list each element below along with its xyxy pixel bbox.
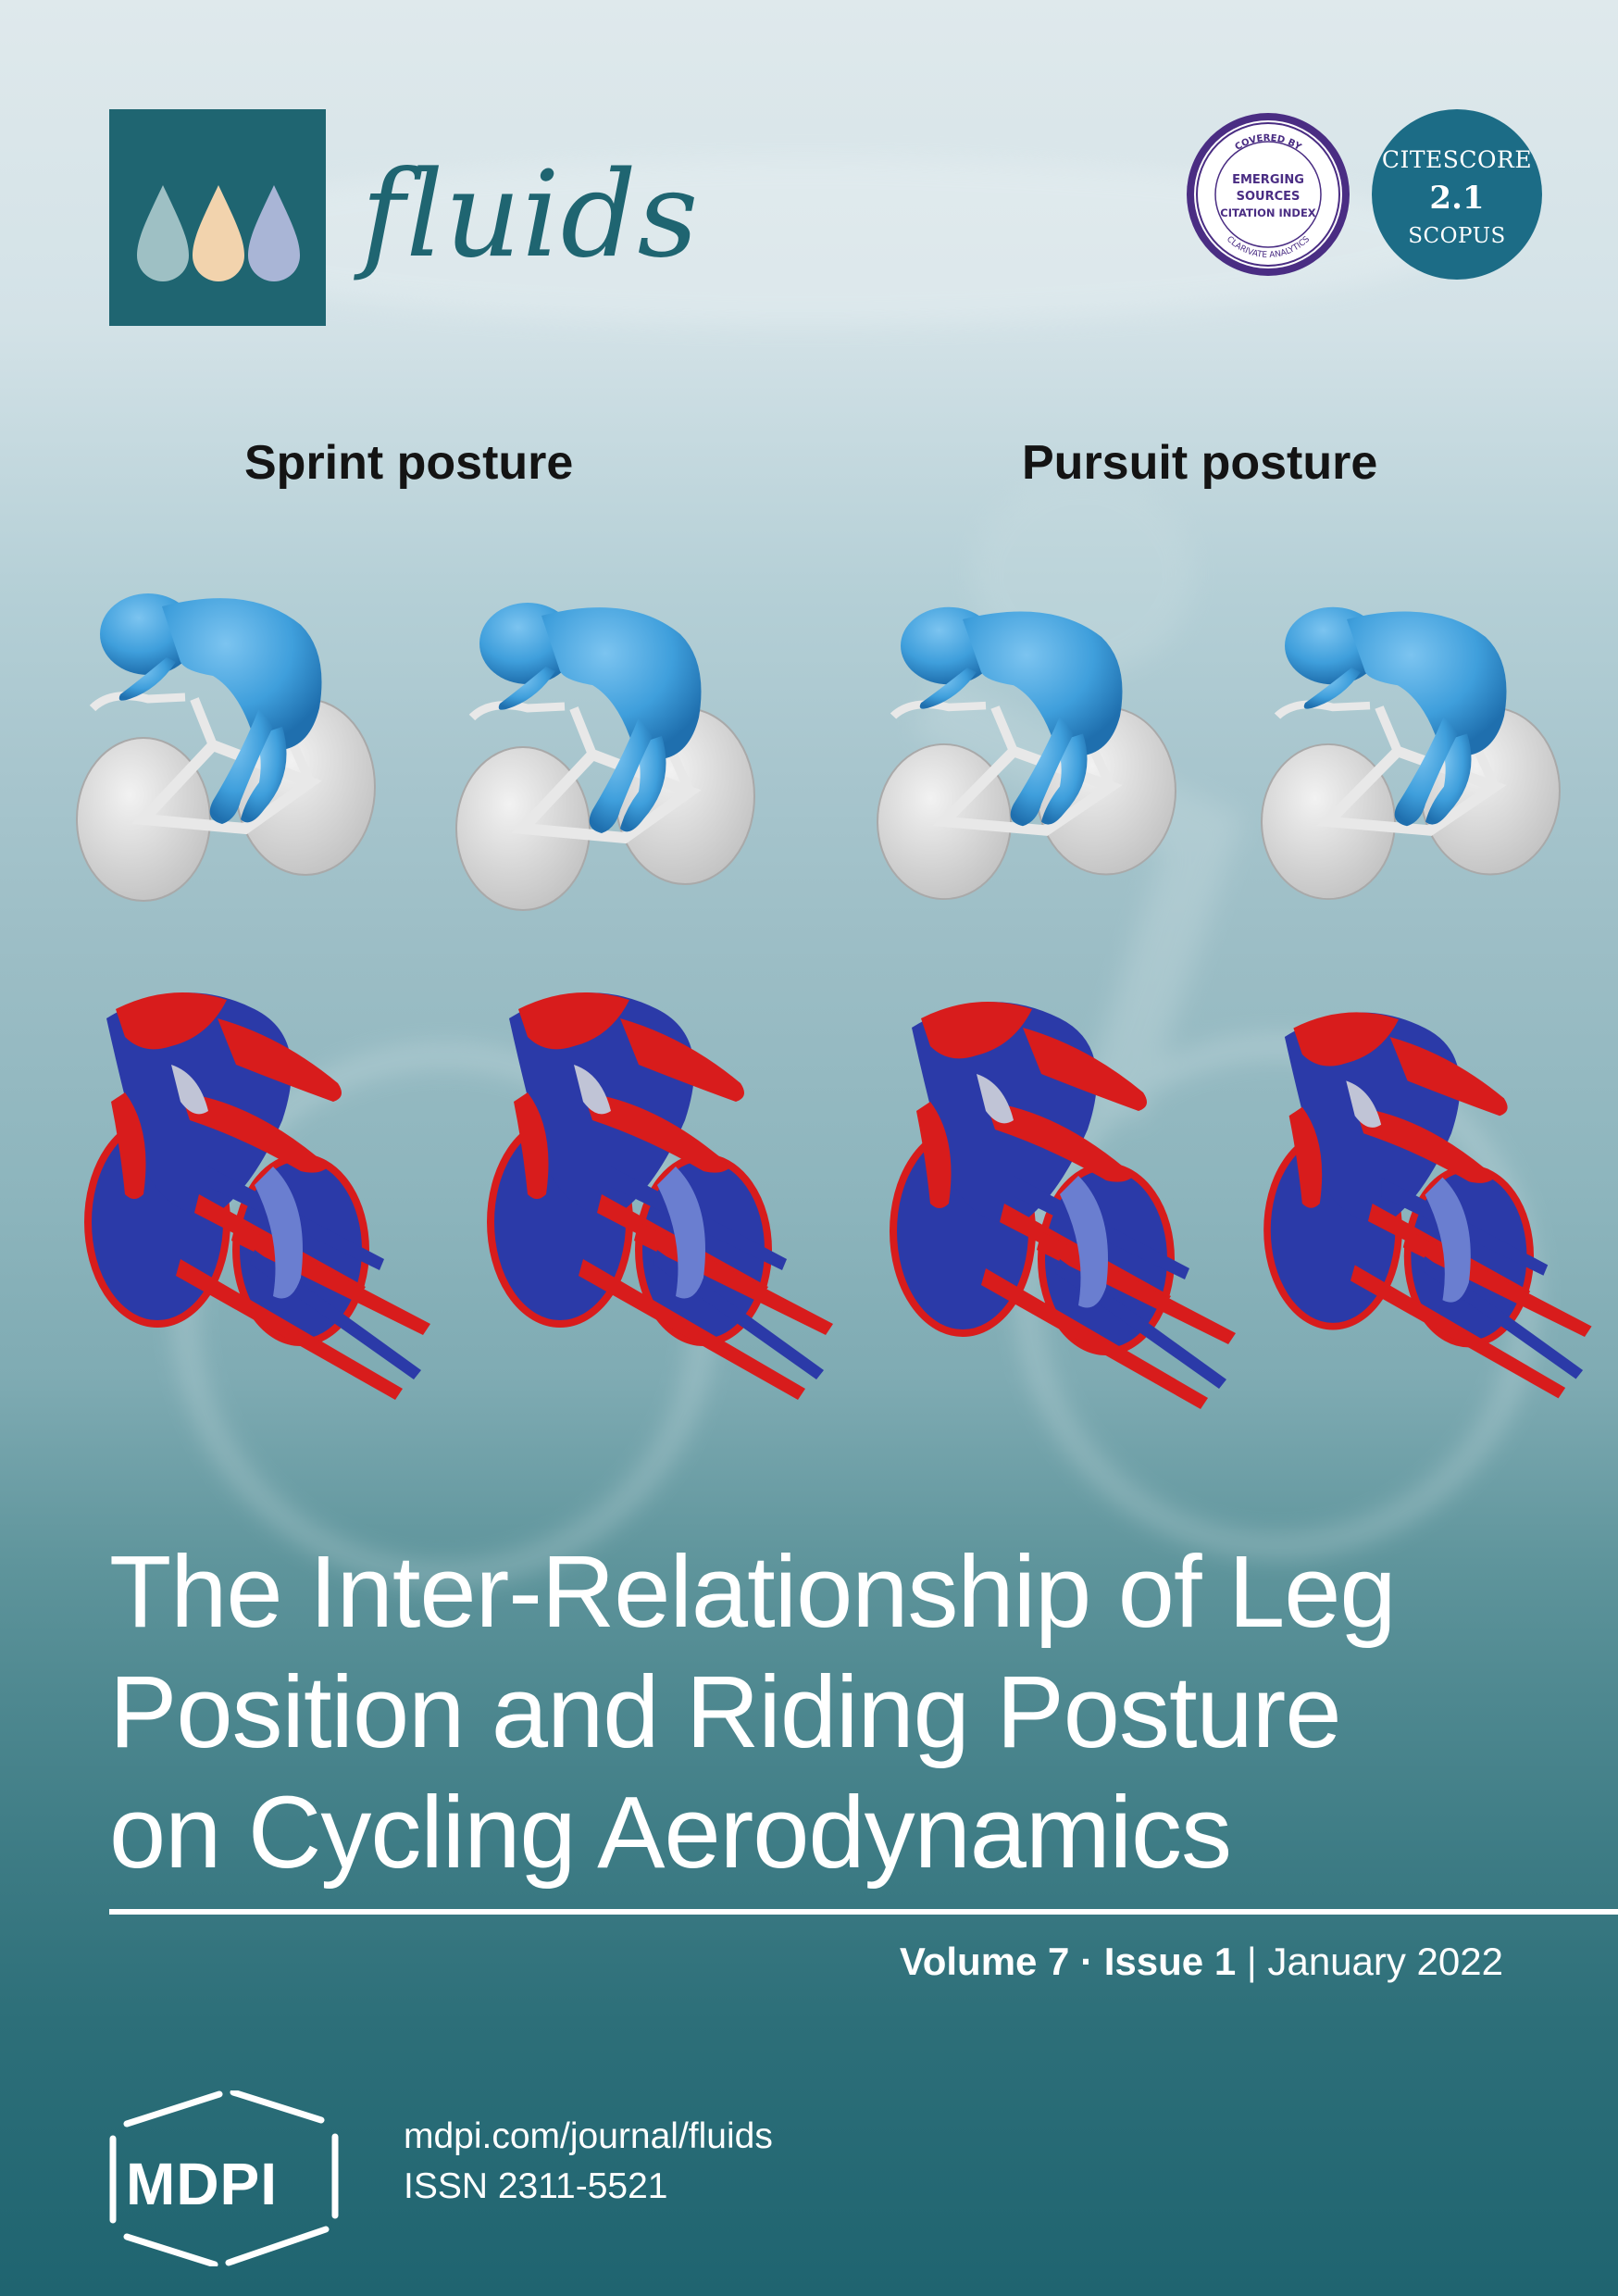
mdpi-hexagon-icon bbox=[109, 2090, 339, 2266]
date-divider: | bbox=[1246, 1940, 1257, 1983]
esci-line3: CITATION INDEX bbox=[1220, 206, 1316, 219]
journal-name: fluids bbox=[361, 146, 700, 284]
article-title-line-1: The Inter-Relationship of Leg bbox=[109, 1535, 1397, 1649]
rider-model-sprint-1 bbox=[74, 579, 389, 921]
vortex-visualization-sprint-1 bbox=[69, 981, 458, 1426]
article-title-line-2: Position and Riding Posture bbox=[109, 1655, 1342, 1769]
vortex-visualization-pursuit-2 bbox=[1250, 981, 1618, 1426]
journal-url[interactable]: mdpi.com/journal/fluids bbox=[404, 2116, 773, 2156]
issue-number: Issue 1 bbox=[1103, 1940, 1237, 1983]
issue-info: Volume 7 · Issue 1 | January 2022 bbox=[900, 1940, 1503, 1984]
esci-line2: SOURCES bbox=[1237, 190, 1301, 204]
esci-badge: COVERED BY CLARIVATE ANALYTICS EMERGING … bbox=[1187, 113, 1350, 276]
article-title-line-3: on Cycling Aerodynamics bbox=[109, 1776, 1232, 1890]
publisher-name: MDPI bbox=[126, 2151, 278, 2217]
rider-model-pursuit-1 bbox=[875, 579, 1189, 930]
rider-model-pursuit-2 bbox=[1259, 579, 1574, 930]
issue-date: January 2022 bbox=[1267, 1940, 1503, 1983]
esci-line1: EMERGING bbox=[1232, 173, 1304, 187]
vortex-visualization-sprint-2 bbox=[472, 981, 861, 1426]
vortex-visualization-pursuit-1 bbox=[875, 981, 1263, 1426]
citescore-source: SCOPUS bbox=[1408, 224, 1506, 248]
rider-model-sprint-2 bbox=[454, 579, 768, 921]
issue-separator: · bbox=[1080, 1940, 1094, 1983]
title-divider bbox=[109, 1909, 1618, 1915]
citescore-badge: CITESCORE 2.1 SCOPUS bbox=[1372, 109, 1542, 280]
citescore-value: 2.1 bbox=[1429, 180, 1485, 217]
sprint-posture-label: Sprint posture bbox=[244, 436, 574, 490]
journal-logo bbox=[109, 109, 326, 326]
volume-number: Volume 7 bbox=[899, 1940, 1070, 1983]
article-title: The Inter-Relationship of Leg Position a… bbox=[109, 1532, 1609, 1893]
citescore-label: CITESCORE bbox=[1381, 146, 1533, 173]
journal-issn: ISSN 2311-5521 bbox=[404, 2166, 668, 2206]
droplets-icon bbox=[137, 185, 300, 281]
pursuit-posture-label: Pursuit posture bbox=[1022, 436, 1378, 490]
